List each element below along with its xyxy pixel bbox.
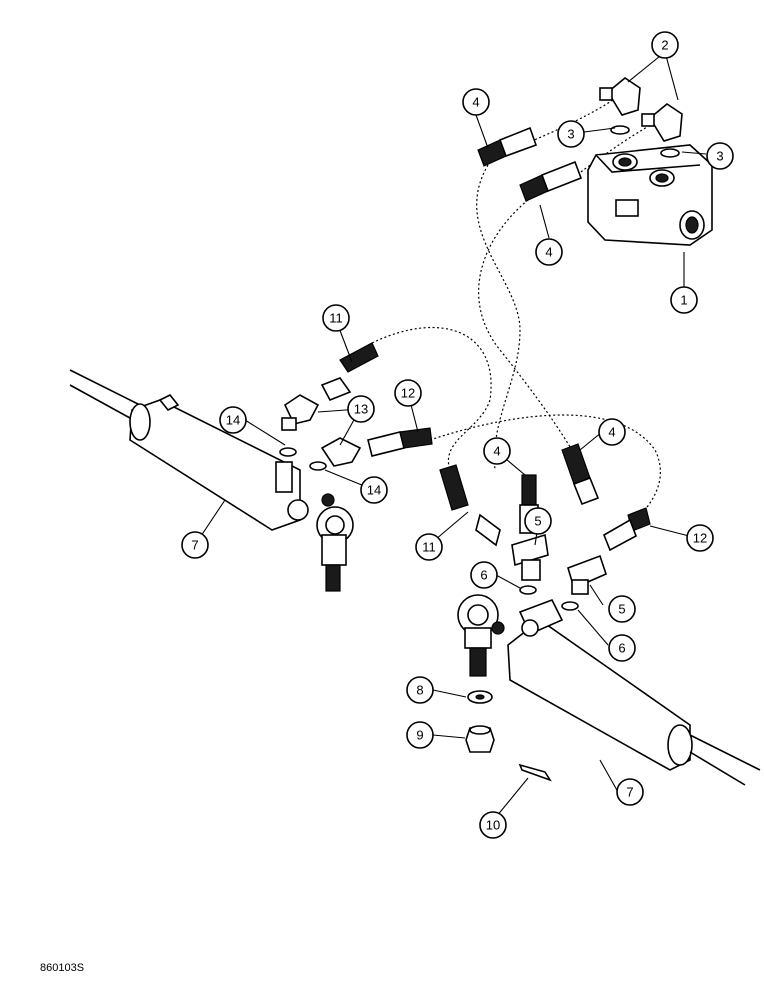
callout-10: 10: [479, 811, 507, 839]
callout-12-right: 12: [686, 524, 714, 552]
callout-6-right: 6: [608, 634, 636, 662]
callout-2: 2: [651, 31, 679, 59]
elbow-fittings: [599, 77, 683, 158]
callout-11-top: 11: [322, 304, 350, 332]
callout-14-right: 14: [360, 476, 388, 504]
center-hose-ends: [439, 443, 651, 552]
callout-3-left: 3: [557, 120, 585, 148]
hose-4-upper: [476, 164, 521, 471]
svg-text:11: 11: [422, 540, 436, 555]
hardware-small: [465, 690, 552, 782]
svg-text:8: 8: [416, 683, 423, 698]
callout-11-bottom: 11: [415, 533, 443, 561]
callout-14-left: 14: [219, 406, 247, 434]
figure-id-label: 860103S: [40, 962, 85, 974]
callout-1: 1: [670, 286, 698, 314]
svg-text:10: 10: [486, 818, 500, 833]
callout-8: 8: [406, 676, 434, 704]
svg-text:4: 4: [608, 425, 615, 440]
left-fittings: [279, 342, 433, 471]
callout-6-center: 6: [470, 561, 498, 589]
svg-text:7: 7: [191, 538, 198, 553]
svg-text:9: 9: [416, 728, 423, 743]
left-tie-rod-end: [316, 506, 354, 592]
hose-4-lower: [478, 199, 576, 456]
svg-text:5: 5: [534, 514, 541, 529]
callout-4-top: 4: [462, 88, 490, 116]
callout-7-right: 7: [616, 778, 644, 806]
callout-4-right: 4: [598, 418, 626, 446]
svg-text:14: 14: [226, 413, 240, 428]
callout-9: 9: [406, 721, 434, 749]
hose-11: [371, 326, 492, 471]
right-cylinder: [507, 598, 761, 786]
callout-3-right: 3: [706, 142, 734, 170]
svg-text:13: 13: [354, 402, 368, 417]
svg-text:1: 1: [680, 293, 687, 308]
svg-text:3: 3: [716, 149, 723, 164]
svg-text:6: 6: [618, 641, 625, 656]
callout-7-left: 7: [181, 531, 209, 559]
svg-text:14: 14: [367, 483, 381, 498]
svg-text:12: 12: [693, 531, 707, 546]
svg-text:11: 11: [329, 311, 343, 326]
callout-4-center: 4: [483, 437, 511, 465]
callout-5-right: 5: [608, 595, 636, 623]
svg-text:7: 7: [626, 785, 633, 800]
callout-5-center: 5: [524, 507, 552, 535]
svg-text:2: 2: [661, 38, 668, 53]
svg-text:4: 4: [545, 245, 552, 260]
callouts: 1 2 3 3 4 4 4 4 5 5 6 6 7 7 8 9 10 11 11…: [181, 31, 734, 839]
callout-12-top: 12: [394, 379, 422, 407]
left-cylinder: [69, 369, 335, 531]
svg-text:3: 3: [567, 127, 574, 142]
callout-13: 13: [347, 395, 375, 423]
svg-text:4: 4: [472, 95, 479, 110]
callout-4-valve: 4: [535, 238, 563, 266]
tee-fittings: [511, 533, 607, 611]
right-tie-rod-end: [457, 594, 505, 677]
hose-ends-top: [477, 126, 583, 202]
svg-text:4: 4: [493, 444, 500, 459]
svg-text:12: 12: [401, 386, 415, 401]
svg-text:6: 6: [480, 568, 487, 583]
svg-text:5: 5: [618, 602, 625, 617]
control-valve: [587, 144, 713, 246]
